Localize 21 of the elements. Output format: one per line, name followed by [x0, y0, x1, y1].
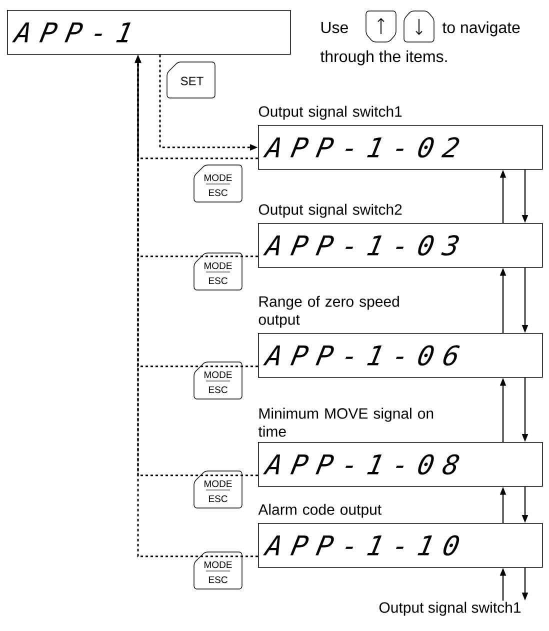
- item-heading: Output signal switch1: [258, 106, 402, 120]
- mode-esc-key: MODE ESC: [194, 164, 242, 202]
- display-box: A P P - 1 - 0 6: [258, 333, 543, 378]
- display-box: A P P - 1 - 0 8: [258, 442, 543, 487]
- set-key: SET: [166, 62, 216, 98]
- instruction-text: Use: [321, 22, 348, 34]
- item-heading: Range of zero speed output: [258, 296, 399, 328]
- item-heading: Output signal switch1: [379, 602, 521, 616]
- instruction-text: through the items.: [320, 50, 447, 66]
- mode-esc-key: MODE ESC: [194, 362, 242, 400]
- item-heading: Alarm code output: [258, 504, 382, 518]
- display-box: A P P - 1: [7, 10, 291, 55]
- display-box: A P P - 1 - 1 0: [258, 523, 543, 568]
- display-box: A P P - 1 - 0 2: [258, 125, 543, 170]
- item-heading: Output signal switch2: [258, 204, 402, 218]
- mode-esc-key: MODE ESC: [194, 252, 242, 290]
- display-box: A P P - 1 - 0 3: [258, 223, 543, 268]
- mode-esc-key: MODE ESC: [194, 470, 242, 508]
- mode-esc-key: MODE ESC: [194, 552, 242, 590]
- instruction-text: to navigate: [442, 21, 520, 36]
- item-heading: Minimum MOVE signal on time: [258, 408, 434, 437]
